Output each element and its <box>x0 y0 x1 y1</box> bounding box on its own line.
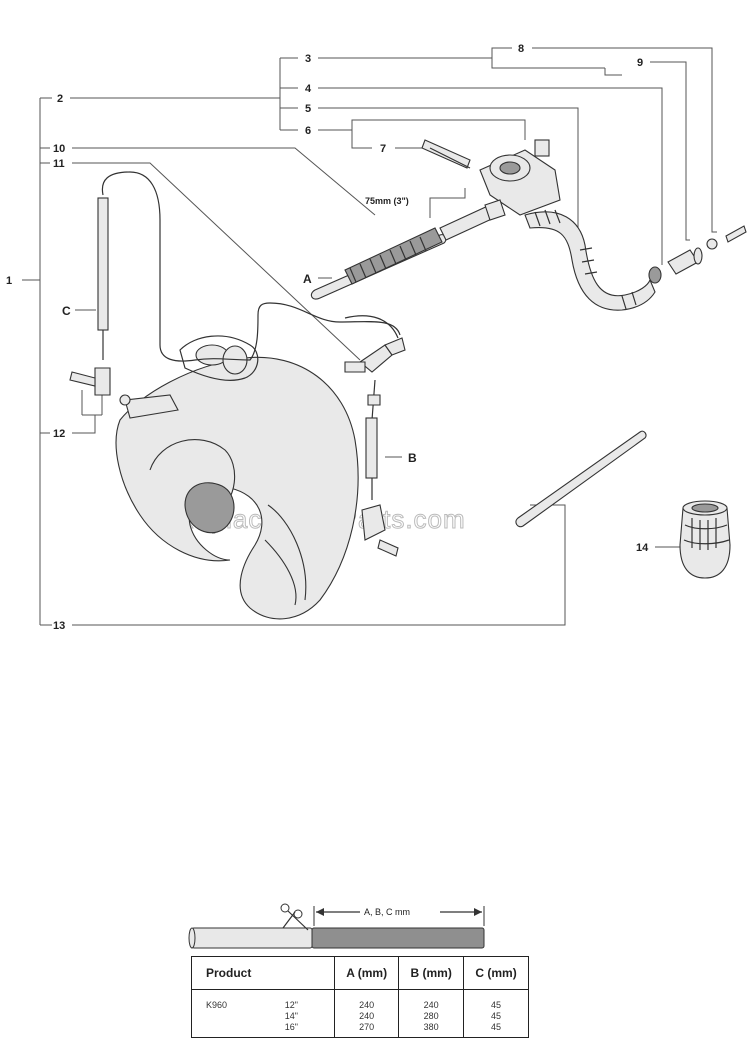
tube-c <box>97 197 109 331</box>
callout-6: 6 <box>305 125 311 137</box>
size-value: 16" <box>284 1022 298 1032</box>
header-c: C (mm) <box>463 956 529 990</box>
water-hoses <box>101 171 401 500</box>
callout-numbers: 1 2 3 4 5 6 7 8 9 10 11 12 13 14 A B C <box>6 43 649 632</box>
callout-11: 11 <box>53 158 65 170</box>
a-cell: 240 240 270 <box>333 989 399 1038</box>
callout-3: 3 <box>305 53 311 65</box>
callout-4: 4 <box>305 83 312 95</box>
c-cell: 45 45 45 <box>463 989 529 1038</box>
model-name: K960 <box>206 1000 228 1010</box>
parts-diagram: eReplacementParts.com <box>6 43 747 632</box>
hose-length-chart: A, B, C mm Product A (mm) B (mm) C (mm) … <box>188 898 533 1058</box>
callout-5: 5 <box>305 103 311 115</box>
callout-b: B <box>408 451 417 465</box>
c-value: 45 <box>491 1000 502 1010</box>
c-value: 45 <box>491 1022 502 1032</box>
b-cell: 240 280 380 <box>398 989 464 1038</box>
dimension-label: 75mm (3") <box>365 196 409 206</box>
a-value: 240 <box>359 1011 375 1021</box>
blade-guard <box>115 335 359 620</box>
b-value: 240 <box>423 1000 439 1010</box>
rod-13 <box>515 430 647 528</box>
b-value: 380 <box>423 1022 439 1032</box>
size-value: 14" <box>284 1011 298 1021</box>
b-value: 280 <box>423 1011 439 1021</box>
hose-cut-illustration: A, B, C mm <box>188 903 485 949</box>
valve-body <box>421 139 561 221</box>
product-cell: K960 12" 14" 16" <box>192 990 335 1038</box>
callout-13: 13 <box>53 620 65 632</box>
dimension-75mm: 75mm (3") <box>365 188 466 218</box>
supply-hose <box>524 209 656 311</box>
callout-a: A <box>303 272 312 286</box>
callout-2: 2 <box>57 93 63 105</box>
callout-7: 7 <box>380 143 386 155</box>
table-row: K960 12" 14" 16" 240 240 270 240 280 380 <box>192 989 529 1038</box>
callout-c: C <box>62 304 71 318</box>
callout-14: 14 <box>636 542 649 554</box>
a-value: 240 <box>359 1000 375 1010</box>
size-value: 12" <box>284 1000 298 1010</box>
fittings <box>69 337 406 557</box>
handle-a <box>310 204 497 300</box>
c-value: 45 <box>491 1011 502 1021</box>
cut-length-label: A, B, C mm <box>364 907 410 917</box>
coupling-parts <box>648 225 747 284</box>
scissors-icon <box>280 903 309 931</box>
header-a: A (mm) <box>333 956 399 990</box>
callout-8: 8 <box>518 43 524 55</box>
a-value: 270 <box>359 1022 375 1032</box>
callout-12: 12 <box>53 428 65 440</box>
header-b: B (mm) <box>398 956 464 990</box>
callout-1: 1 <box>6 275 12 287</box>
quick-coupling-14 <box>679 500 731 579</box>
hose-length-table: Product A (mm) B (mm) C (mm) K960 12" 14… <box>191 956 529 1038</box>
leader-lines <box>22 47 717 626</box>
header-product: Product <box>191 956 335 990</box>
callout-10: 10 <box>53 143 65 155</box>
tube-b <box>365 417 378 479</box>
callout-9: 9 <box>637 57 643 69</box>
